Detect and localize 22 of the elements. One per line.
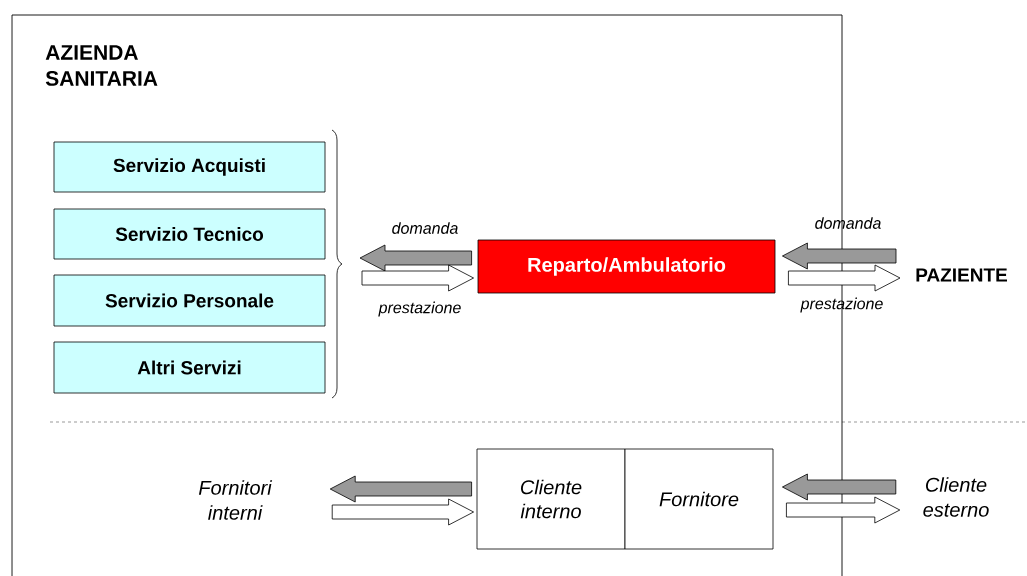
service-box: Altri Servizi — [53, 341, 326, 394]
service-box: Servizio Acquisti — [53, 141, 326, 193]
department-box: Reparto/Ambulatorio — [477, 239, 776, 294]
block-arrow — [331, 498, 474, 526]
block-arrow — [782, 473, 897, 501]
role-label: Fornitori interni — [198, 480, 273, 520]
block-arrow — [359, 244, 472, 272]
block-arrow — [329, 475, 472, 503]
role-box: Fornitore — [624, 448, 774, 550]
patient-label: PAZIENTE — [916, 268, 1007, 282]
edge-label: prestazione — [378, 301, 461, 317]
block-arrow — [361, 264, 474, 292]
block-arrow — [782, 242, 897, 270]
edge-label: domanda — [815, 217, 881, 229]
block-arrow — [788, 264, 901, 292]
service-box: Servizio Tecnico — [53, 208, 326, 260]
role-box: Cliente interno — [476, 448, 626, 550]
role-label: Cliente esterno — [923, 477, 989, 517]
edge-label: domanda — [392, 222, 458, 234]
block-arrow — [786, 496, 901, 524]
edge-label: prestazione — [800, 297, 883, 313]
service-box: Servizio Personale — [53, 274, 326, 327]
